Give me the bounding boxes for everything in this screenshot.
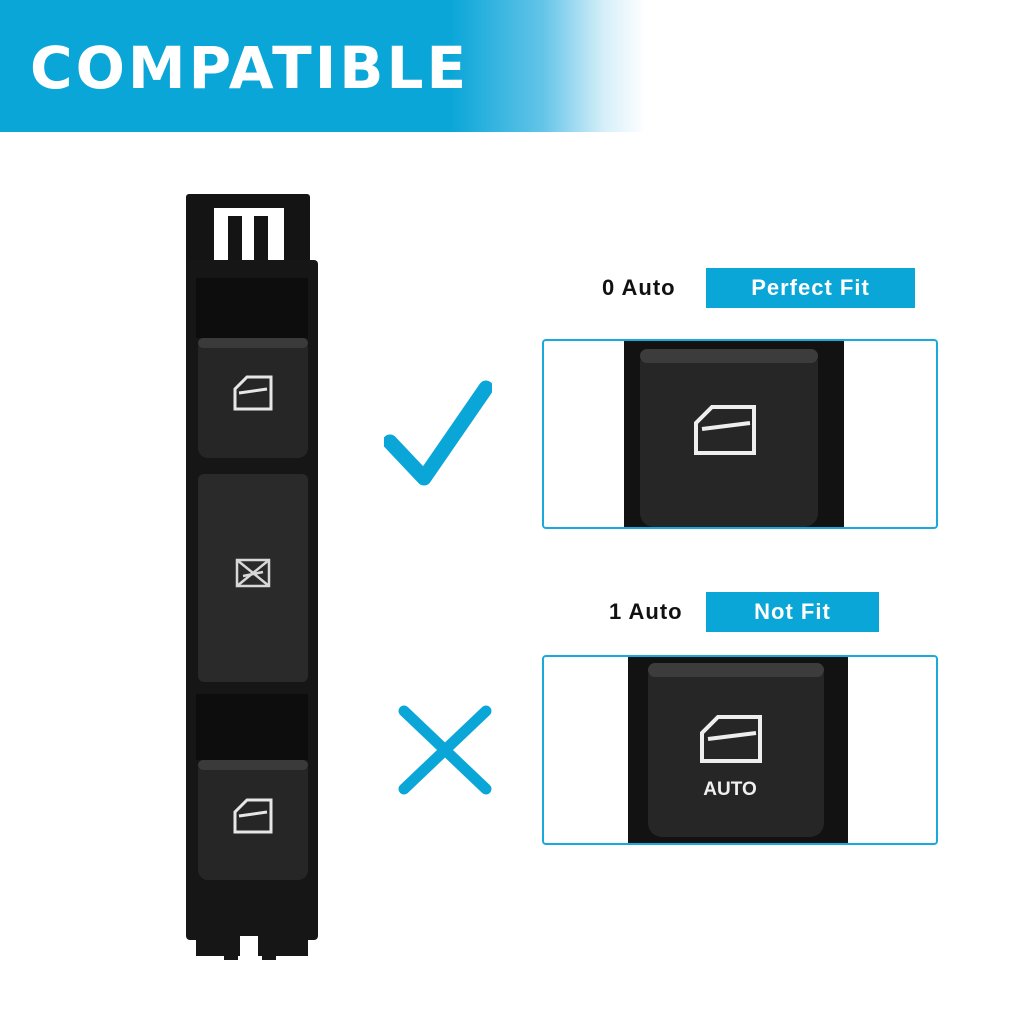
not-fit-badge: Not Fit [706,592,879,632]
car-window-icon [233,375,273,411]
not-fit-panel: AUTO [542,655,938,845]
window-lock-icon [235,558,271,588]
perfect-fit-panel [542,339,938,529]
header-banner: COMPATIBLE [0,0,1024,132]
check-mark-icon [384,380,492,486]
auto-button-text: AUTO [703,779,757,800]
option-label-1-auto: 1 Auto [609,599,683,624]
window-switch-product [176,188,328,968]
car-window-icon [233,798,273,834]
banner-title: COMPATIBLE [30,34,470,102]
option-label-0-auto: 0 Auto [602,275,676,300]
cross-mark-icon [398,705,492,795]
perfect-fit-badge: Perfect Fit [706,268,915,308]
